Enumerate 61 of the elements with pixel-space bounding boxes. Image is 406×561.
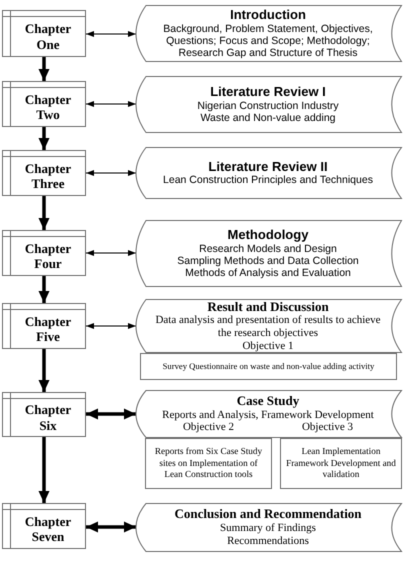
double-arrow: [86, 101, 136, 107]
arrow: [38, 349, 50, 392]
double-arrow: [86, 323, 136, 329]
chapter-box: [2, 503, 86, 549]
panel-detail: Waste and Non-value adding: [200, 112, 336, 124]
panel-heading: Introduction: [230, 8, 306, 23]
arrow: [38, 437, 50, 503]
panel-detail: Data analysis and presentation of results to achieve the research objectives: [154, 314, 382, 340]
chapter-box: [2, 303, 86, 349]
panel-heading: Literature Review I: [210, 85, 326, 100]
double-arrow: [86, 250, 136, 256]
panel-heading: Conclusion and Recommendation: [174, 507, 362, 522]
content-panel: [134, 147, 402, 199]
panel-heading: Case Study: [236, 394, 300, 409]
double-arrow: [86, 522, 136, 532]
task-description: Lean Implementation Framework Development and validation: [285, 446, 397, 482]
task-description: Survey Questionnaire on waste and non-value adding activity: [162, 361, 374, 372]
panel-heading: Methodology: [228, 228, 308, 243]
content-panel: [134, 299, 402, 353]
panel-detail: Methods of Analysis and Evaluation: [185, 266, 351, 280]
chapter-box: [2, 150, 86, 196]
chapter-label: Chapter Three: [24, 160, 72, 192]
double-arrow: [86, 408, 136, 420]
content-panel: [134, 5, 402, 62]
panel-detail: Summary of Findings: [220, 522, 316, 535]
chapter-label: Chapter Two: [24, 92, 72, 122]
task-box: [145, 438, 272, 489]
arrow: [38, 57, 50, 81]
content-panel: [134, 220, 402, 287]
panel-detail: Reports and Analysis, Framework Development: [162, 408, 374, 422]
chapter-label: Chapter Five: [24, 314, 72, 344]
chapter-box: [2, 81, 86, 127]
double-arrow: [86, 170, 136, 176]
arrow: [38, 196, 50, 230]
content-panel: [134, 390, 402, 438]
task-box: [280, 438, 402, 489]
chapter-box: [2, 392, 86, 437]
arrow: [38, 276, 50, 303]
task-box: [140, 353, 397, 380]
content-panel: [134, 76, 402, 133]
double-arrow: [86, 31, 136, 37]
objective-label: Objective 2: [182, 421, 234, 434]
chapter-label: Chapter Four: [24, 240, 72, 272]
chapter-label: Chapter One: [24, 21, 72, 52]
panel-detail: Recommendations: [227, 534, 309, 548]
panel-detail: Background, Problem Statement, Objectives, Questions; Focus and Scope; Methodology; Research Gap and Structure of Thesis: [162, 22, 374, 60]
panel-heading: Literature Review II: [208, 160, 328, 174]
chapter-box: [2, 10, 86, 57]
content-panel: [134, 503, 402, 552]
objective-label: Objective 1: [242, 340, 294, 352]
panel-heading: Result and Discussion: [207, 300, 329, 314]
task-description: Reports from Six Case Study sites on Implementation of Lean Construction tools: [154, 446, 264, 482]
objective-label: Objective 3: [302, 421, 353, 434]
chapter-label: Chapter Seven: [24, 514, 72, 544]
panel-detail: Sampling Methods and Data Collection: [177, 254, 359, 267]
panel-detail: Lean Construction Principles and Techniques: [163, 174, 373, 186]
chapter-label: Chapter Six: [24, 402, 72, 433]
arrow: [38, 127, 50, 150]
panel-detail: Nigerian Construction Industry: [197, 100, 339, 112]
panel-detail: Research Models and Design: [199, 242, 337, 255]
chapter-box: [2, 230, 86, 276]
